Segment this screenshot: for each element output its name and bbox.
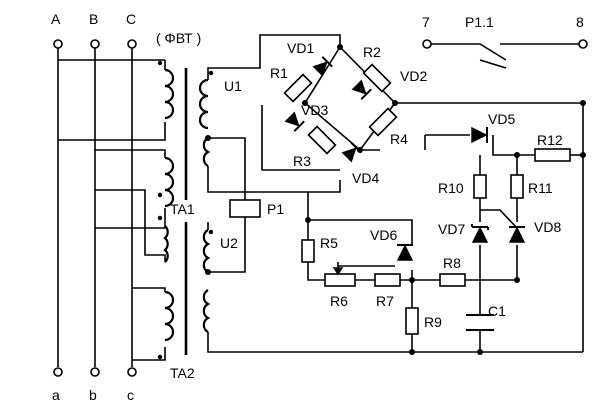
label-r3: R3 xyxy=(293,153,311,169)
terminal-c-input xyxy=(127,39,137,49)
resistor-r3 xyxy=(307,125,337,155)
label-terminal-8: 8 xyxy=(576,14,584,30)
label-r1: R1 xyxy=(270,65,288,81)
label-p1: P1 xyxy=(267,201,284,217)
label-vd1: VD1 xyxy=(287,40,314,56)
label-r9: R9 xyxy=(424,314,442,330)
label-vd3: VD3 xyxy=(301,102,328,118)
label-ta2: TA2 xyxy=(170,365,195,381)
resistor-r6 xyxy=(324,273,356,287)
diode-vd2 xyxy=(351,79,372,100)
label-r6: R6 xyxy=(330,293,348,309)
relay-p1 xyxy=(229,199,261,218)
label-r11: R11 xyxy=(528,180,553,196)
terminal-a-input xyxy=(53,39,63,49)
secondary-windings xyxy=(198,78,211,333)
primary-windings xyxy=(163,68,175,342)
resistor-r7 xyxy=(374,273,401,287)
label-vd5: VD5 xyxy=(488,111,515,127)
label-input-c: C xyxy=(126,11,136,27)
label-vd7: VD7 xyxy=(438,221,465,237)
label-u1: U1 xyxy=(224,78,242,94)
label-c1: C1 xyxy=(488,303,506,319)
resistor-r12 xyxy=(534,148,571,162)
terminal-8 xyxy=(578,39,588,49)
diode-vd6 xyxy=(396,244,414,261)
resistor-r10 xyxy=(473,174,487,199)
labels: A B C a b c 7 8 ( ΦВТ ) TA1 TA2 U1 U2 P1… xyxy=(51,11,584,403)
label-r12: R12 xyxy=(537,132,563,148)
label-vd8: VD8 xyxy=(534,219,561,235)
terminal-b-output xyxy=(90,367,100,377)
resistor-r1 xyxy=(283,73,313,103)
capacitor-c1 xyxy=(466,314,494,331)
label-r4: R4 xyxy=(390,131,408,147)
phase-wiring xyxy=(57,44,166,367)
label-output-a: a xyxy=(52,387,60,403)
diode-vd8 xyxy=(508,226,526,243)
terminals xyxy=(53,39,588,377)
label-output-c: c xyxy=(127,387,134,403)
diode-vd1 xyxy=(312,56,333,77)
label-vd6: VD6 xyxy=(370,227,397,243)
label-u2: U2 xyxy=(220,235,238,251)
label-r10: R10 xyxy=(438,180,464,196)
label-r2: R2 xyxy=(363,44,381,60)
resistor-r2 xyxy=(362,63,392,93)
secondary-wiring xyxy=(207,34,584,353)
label-output-b: b xyxy=(89,387,97,403)
resistor-r8 xyxy=(439,273,466,287)
terminal-c-output xyxy=(127,367,137,377)
terminal-a-output xyxy=(53,367,63,377)
label-input-b: B xyxy=(89,11,98,27)
label-input-a: A xyxy=(51,11,61,27)
diode-vd3 xyxy=(284,111,305,132)
terminal-b-input xyxy=(90,39,100,49)
diode-vd5 xyxy=(471,126,488,144)
label-r8: R8 xyxy=(443,255,461,271)
label-vd4: VD4 xyxy=(352,170,379,186)
label-r7: R7 xyxy=(376,293,394,309)
junction-dots xyxy=(205,44,586,355)
diode-vd7 xyxy=(471,224,489,243)
resistor-r9 xyxy=(405,307,419,335)
resistor-r5 xyxy=(301,239,315,263)
terminal-7 xyxy=(422,39,432,49)
resistor-r4 xyxy=(368,107,398,137)
resistor-r11 xyxy=(510,174,524,199)
r6-wiper-arrow xyxy=(332,267,344,276)
label-terminal-7: 7 xyxy=(422,14,430,30)
label-p11: P1.1 xyxy=(465,14,494,30)
label-vd2: VD2 xyxy=(400,68,427,84)
label-r5: R5 xyxy=(320,235,338,251)
polarity-dots xyxy=(157,60,214,360)
label-fvt: ( ΦВТ ) xyxy=(156,30,201,46)
label-ta1: TA1 xyxy=(170,201,195,217)
